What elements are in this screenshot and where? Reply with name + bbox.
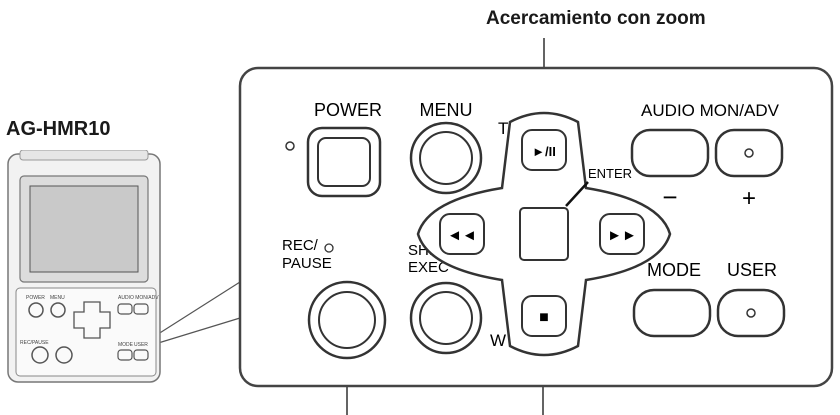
menu-label: MENU <box>420 100 473 120</box>
thumb-shift <box>55 346 73 364</box>
thumb-audio-left <box>117 303 133 315</box>
audio-mon-adv-label: AUDIO MON/ADV <box>641 101 780 120</box>
enter-pointer <box>565 181 589 207</box>
callout-zoom-in: Acercamiento con zoom <box>486 8 706 29</box>
stop-button[interactable]: ■ <box>521 295 567 337</box>
thumb-mode <box>117 349 133 361</box>
zoom-link-line-lower <box>154 317 241 345</box>
rec-pause-label-line1: REC/ <box>282 237 319 254</box>
rec-pause-button[interactable] <box>307 280 387 360</box>
small-circle-icon <box>744 148 754 158</box>
device-screen <box>29 185 139 273</box>
user-label: USER <box>727 260 777 280</box>
audio-plus-label: + <box>742 185 756 212</box>
device-thumbnail: AUDIO MON/ADV POWER MENU MODE USER REC/P… <box>7 150 161 383</box>
mode-button[interactable] <box>632 288 712 338</box>
led-indicator-icon <box>285 141 295 151</box>
rewind-icon: ◄◄ <box>447 227 477 244</box>
thumb-label-rec: REC/PAUSE <box>20 340 49 346</box>
zoom-link-line-upper <box>154 281 241 337</box>
tele-label: T <box>498 119 508 138</box>
audio-plus-button[interactable] <box>714 128 784 178</box>
audio-minus-button[interactable] <box>630 128 710 178</box>
mode-label: MODE <box>647 260 701 280</box>
thumb-label-menu: MENU <box>50 295 65 301</box>
device-model-label: AG-HMR10 <box>6 118 111 140</box>
shift-exec-label-line2: EXEC <box>408 259 449 276</box>
thumb-menu <box>50 302 66 318</box>
device-top-ridge <box>19 150 149 161</box>
user-button[interactable] <box>716 288 786 338</box>
stop-icon: ■ <box>539 309 549 326</box>
thumb-audio-right <box>133 303 149 315</box>
small-circle-icon <box>746 308 756 318</box>
thumb-dpad <box>73 301 111 339</box>
shift-exec-button[interactable] <box>409 281 483 355</box>
thumb-user <box>133 349 149 361</box>
audio-minus-label: − <box>662 182 677 212</box>
rewind-button[interactable]: ◄◄ <box>439 213 485 255</box>
power-button[interactable] <box>306 126 382 198</box>
thumb-power <box>28 302 44 318</box>
thumb-label-mode: MODE <box>118 342 134 348</box>
play-pause-icon: ►/II <box>532 144 556 159</box>
fast-forward-icon: ►► <box>607 227 637 244</box>
thumb-label-user: USER <box>134 342 148 348</box>
wide-label: W <box>490 331 506 350</box>
thumb-label-power: POWER <box>26 295 45 301</box>
rec-led-icon <box>324 243 334 253</box>
menu-button[interactable] <box>409 121 483 195</box>
rec-pause-label-line2: PAUSE <box>282 255 332 272</box>
thumb-label-audio: AUDIO MON/ADV <box>118 295 159 301</box>
enter-label: ENTER <box>588 166 632 181</box>
play-pause-button[interactable]: ►/II <box>521 129 567 171</box>
power-label: POWER <box>314 100 382 120</box>
enter-button[interactable] <box>519 207 569 261</box>
thumb-rec <box>31 346 49 364</box>
fast-forward-button[interactable]: ►► <box>599 213 645 255</box>
